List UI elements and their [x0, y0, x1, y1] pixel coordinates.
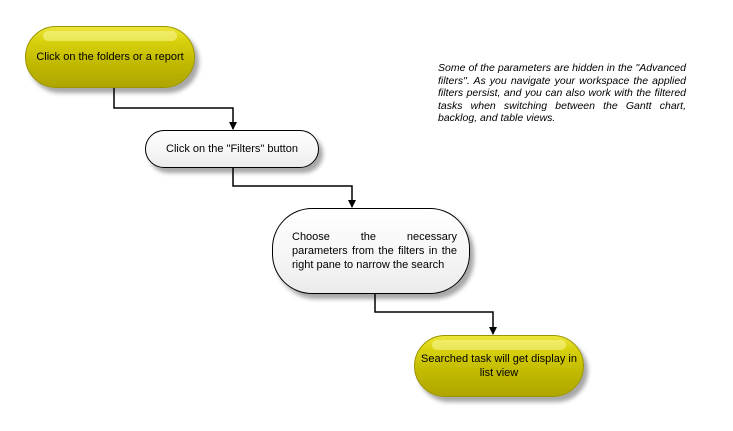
- step-end-label: Searched task will get display in list v…: [421, 353, 577, 379]
- advanced-filters-note: Some of the parameters are hidden in the…: [438, 62, 686, 124]
- step-end-searched-task: Searched task will get display in list v…: [414, 335, 584, 397]
- connector-step2-to-step3: [232, 168, 356, 208]
- step-choose-parameters: Choose the necessary parameters from the…: [272, 208, 470, 294]
- connector-step1-to-step2: [113, 88, 237, 130]
- step-parameters-label: Choose the necessary parameters from the…: [292, 231, 457, 271]
- step-click-filters-button: Click on the "Filters" button: [145, 130, 319, 168]
- step-start-label: Click on the folders or a report: [36, 51, 184, 63]
- connector-step3-to-step4: [374, 294, 497, 335]
- step-start-click-folders: Click on the folders or a report: [25, 26, 195, 88]
- step-filters-label: Click on the "Filters" button: [166, 143, 298, 155]
